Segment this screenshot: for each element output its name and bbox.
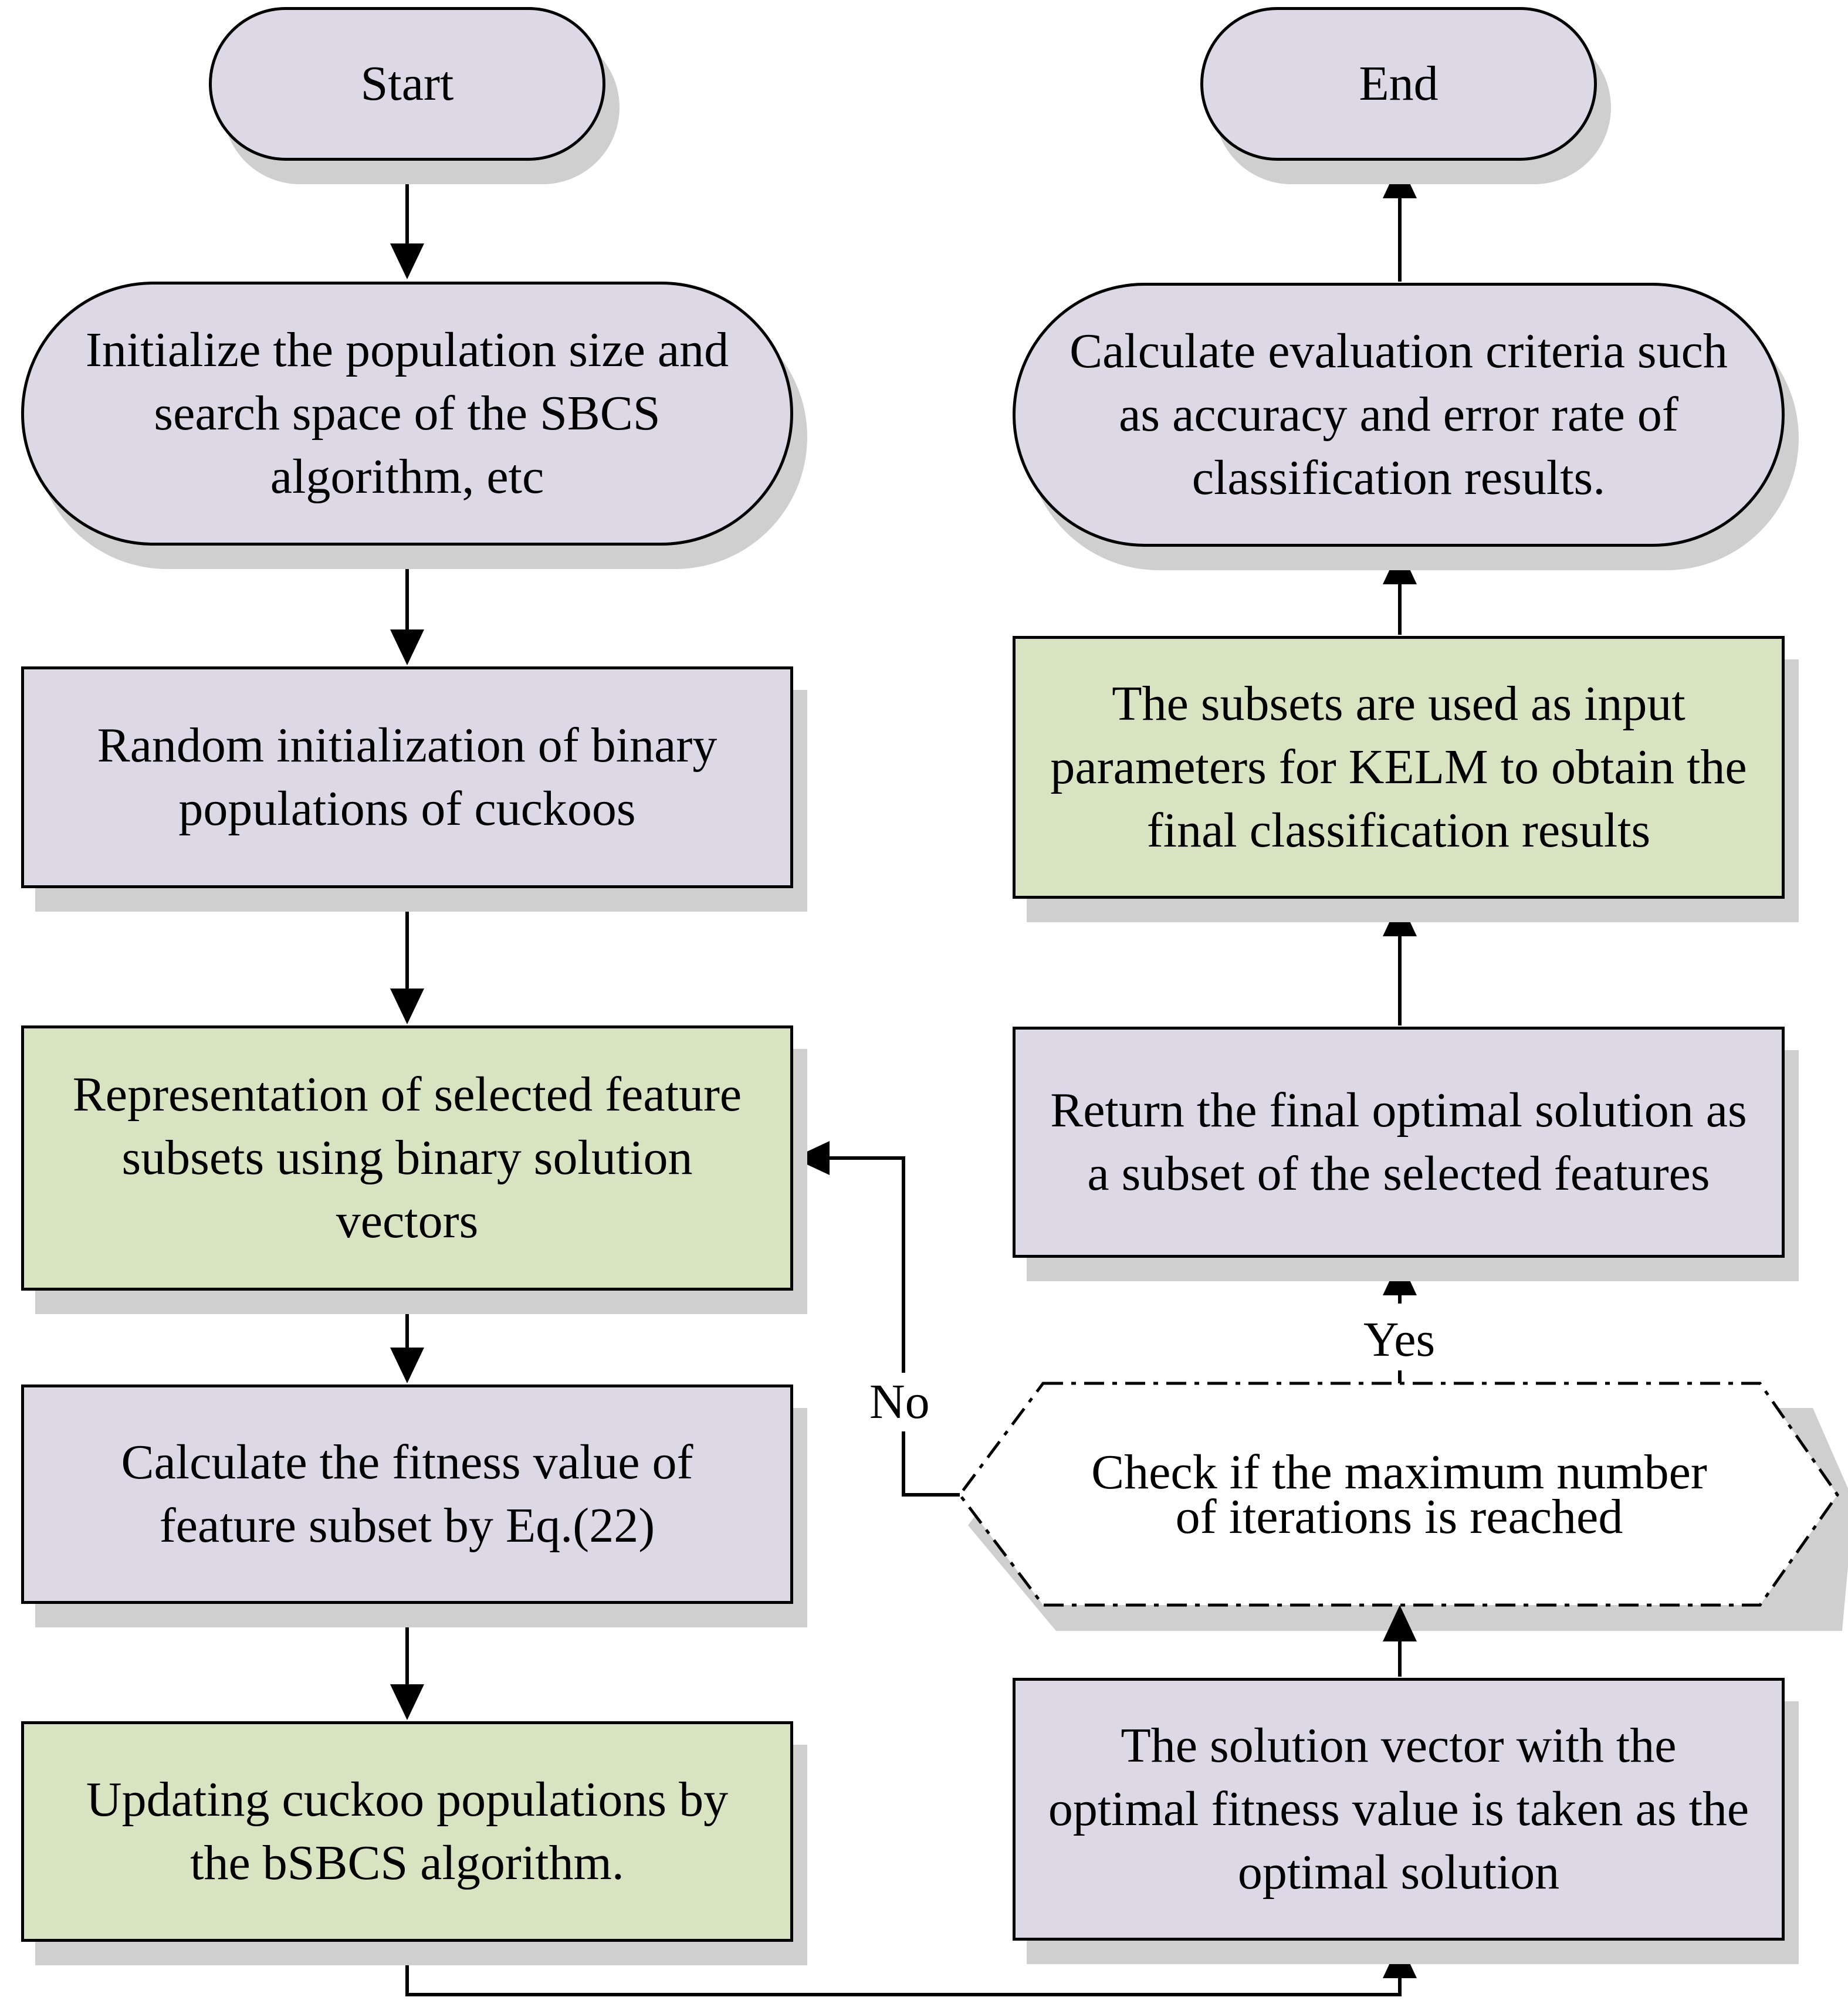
edge-label-yes: Yes — [1360, 1311, 1439, 1369]
node-evaluate: Calculate evaluation criteria such as ac… — [1013, 283, 1785, 547]
arrowhead — [1383, 900, 1417, 936]
arrowhead — [1383, 162, 1417, 198]
edge-updating-solution — [405, 1942, 1402, 1996]
arrowhead — [390, 1684, 424, 1720]
arrowhead — [1383, 1605, 1417, 1641]
node-calculate-fitness: Calculate the fitness value of feature s… — [21, 1384, 793, 1604]
node-return-final: Return the final optimal solution as a s… — [1013, 1027, 1785, 1258]
node-random-initialization: Random initialization of binary populati… — [21, 666, 793, 888]
arrowhead — [793, 1141, 830, 1175]
edge-label-no: No — [866, 1373, 933, 1431]
arrowhead — [1383, 1259, 1417, 1295]
decision-shape — [957, 1382, 1840, 1607]
node-initialize: Initialize the population size and searc… — [21, 282, 793, 546]
node-end: End — [1200, 7, 1597, 161]
arrowhead — [390, 1348, 424, 1383]
node-start: Start — [209, 7, 605, 161]
arrowhead — [390, 243, 424, 279]
node-kelm: The subsets are used as input parameters… — [1013, 636, 1785, 899]
arrowhead — [1383, 548, 1417, 584]
arrowhead — [390, 629, 424, 665]
node-updating: Updating cuckoo populations by the bSBCS… — [21, 1721, 793, 1942]
node-check-iterations: Check if the maximum number of iteration… — [1091, 1445, 1707, 1544]
edge-check-representation-no — [798, 1156, 960, 1497]
arrowhead — [390, 989, 424, 1024]
node-representation: Representation of selected feature subse… — [21, 1025, 793, 1291]
arrowhead — [1383, 1942, 1417, 1978]
node-solution-vector: The solution vector with the optimal fit… — [1013, 1678, 1785, 1941]
